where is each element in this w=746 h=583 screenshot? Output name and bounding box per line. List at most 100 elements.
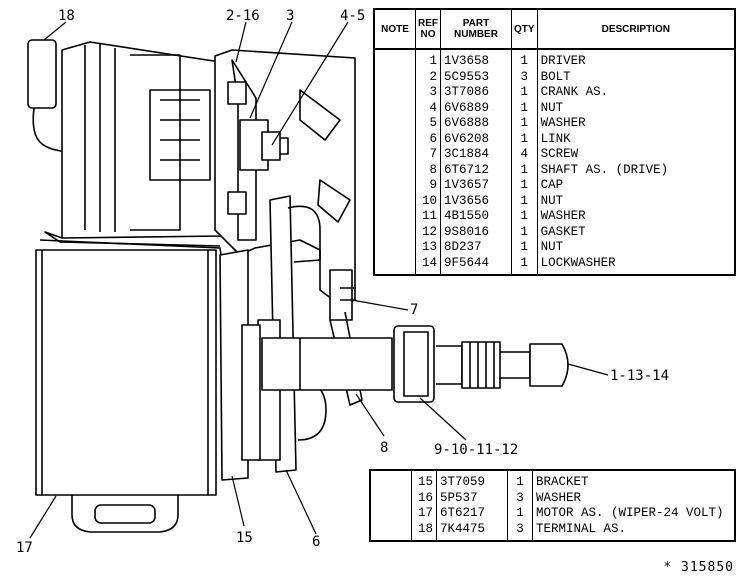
cell-ref: 15 [411,470,437,491]
cell-qty: 1 [511,49,538,70]
cell-note [373,193,416,209]
cell-note [373,100,416,116]
callout-3: 3 [286,8,294,24]
cell-part-number: 3T7086 [440,85,512,101]
cell-qty: 1 [507,506,533,522]
cell-part-number: 6V6208 [440,131,512,147]
cell-qty: 1 [511,240,538,256]
cell-qty: 1 [511,162,538,178]
callout-18: 18 [58,8,75,24]
cell-description: GASKET [536,224,736,240]
cell-ref: 13 [415,240,441,256]
cell-description: CAP [536,178,736,194]
illustration-code: * 315850 [663,560,734,575]
cell-description: WASHER [536,209,736,225]
header-part-number: PART NUMBER [440,9,512,50]
cell-note [369,521,412,541]
cell-description: CRANK AS. [536,85,736,101]
cell-description: DRIVER [536,49,736,70]
callout-8: 8 [380,440,388,456]
cell-ref: 17 [411,506,437,522]
cell-qty: 1 [511,85,538,101]
callout-6: 6 [312,534,320,550]
motor-gearbox [39,41,223,263]
cell-ref: 6 [415,131,441,147]
cell-note [373,147,416,163]
callout-2-16: 2-16 [226,8,260,24]
cell-qty: 1 [511,116,538,132]
cell-part-number: 4B1550 [440,209,512,225]
cell-part-number: 7K4475 [436,521,508,541]
cell-part-number: 5C9553 [440,69,512,85]
cell-qty: 1 [511,209,538,225]
cell-part-number: 1V3656 [440,193,512,209]
cell-part-number: 6V6889 [440,100,512,116]
motor-body [35,249,217,533]
header-description: DESCRIPTION [536,9,736,50]
cell-qty: 3 [511,69,538,85]
cell-qty: 1 [511,255,538,275]
header-qty: QTY [511,9,538,50]
cell-ref: 12 [415,224,441,240]
cell-ref: 5 [415,116,441,132]
cell-description: WASHER [532,490,736,506]
cell-description: SHAFT AS. (DRIVE) [536,162,736,178]
cell-part-number: 6V6888 [440,116,512,132]
cell-part-number: 3C1884 [440,147,512,163]
callout-17: 17 [16,540,33,556]
cell-qty: 1 [511,193,538,209]
cell-ref: 1 [415,49,441,70]
cell-note [369,490,412,506]
callout-4-5: 4-5 [340,8,365,24]
cell-qty: 3 [507,490,533,506]
cell-note [373,255,416,275]
cell-qty: 1 [511,224,538,240]
cell-ref: 2 [415,69,441,85]
cell-note [373,162,416,178]
cell-note [373,209,416,225]
cell-part-number: 9F5644 [440,255,512,275]
drive-shaft [261,269,569,406]
cell-description: LINK [536,131,736,147]
cell-qty: 1 [511,131,538,147]
cell-qty: 1 [511,178,538,194]
leader-lines [29,21,609,539]
crank-assembly [227,59,289,241]
cell-description: BOLT [536,69,736,85]
cell-description: TERMINAL AS. [532,521,736,541]
callout-7: 7 [410,302,418,318]
cell-description: LOCKWASHER [536,255,736,275]
cell-part-number: 9S8016 [440,224,512,240]
cell-qty: 1 [507,470,533,491]
cell-note [369,506,412,522]
cell-note [373,116,416,132]
cell-part-number: 1V3657 [440,178,512,194]
cell-note [373,131,416,147]
cell-description: BRACKET [532,470,736,491]
cell-description: SCREW [536,147,736,163]
cell-note [373,85,416,101]
table-header: NOTE REF NO PART NUMBER QTY DESCRIPTION [373,9,736,50]
cell-ref: 9 [415,178,441,194]
parts-list-table: NOTE REF NO PART NUMBER QTY DESCRIPTION … [373,8,736,276]
cell-qty: 1 [511,100,538,116]
cell-description: MOTOR AS. (WIPER-24 VOLT) [532,506,736,522]
cell-description: NUT [536,240,736,256]
